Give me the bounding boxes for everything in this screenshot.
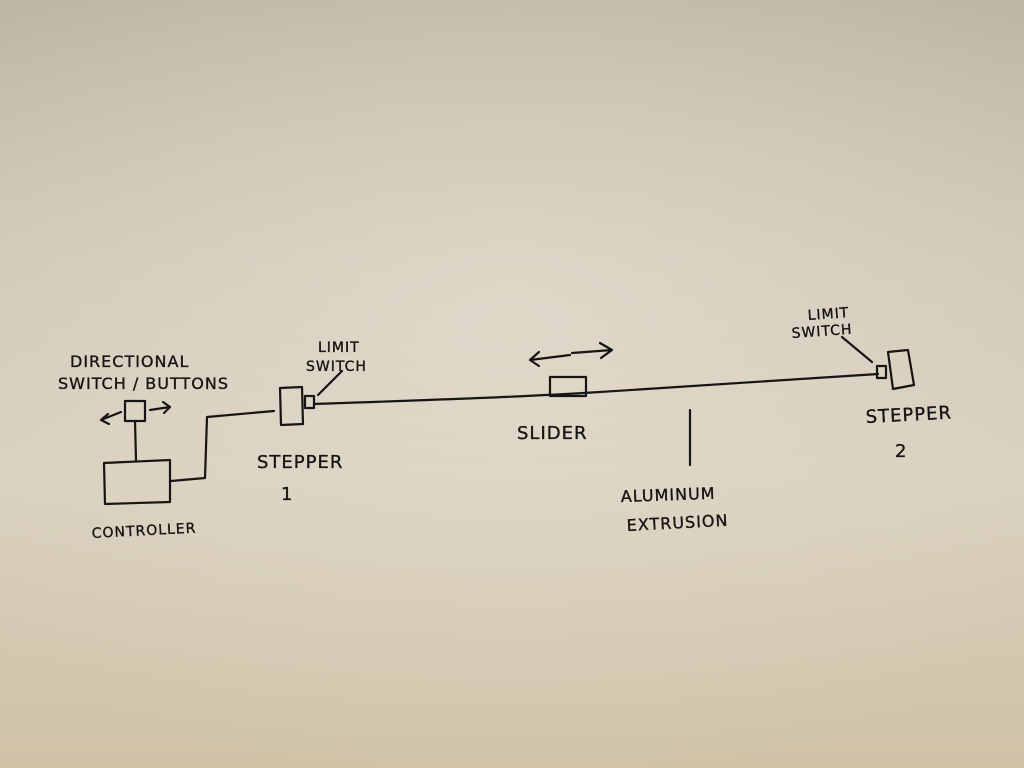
slider-label: SLIDER — [517, 423, 588, 444]
right-arrow-icon — [148, 400, 172, 415]
aluminum-extrusion-rail — [312, 372, 880, 406]
controller-to-stepper-wire — [169, 409, 276, 483]
limit-switch-right-label-line1: LIMIT — [807, 305, 850, 324]
limit-switch-left-label-line1: LIMIT — [318, 340, 360, 356]
directional-label-line2: SWITCH / BUTTONS — [58, 374, 229, 393]
switch-to-controller-wire — [133, 419, 138, 462]
slider-left-arrow-icon — [528, 350, 572, 368]
limit-switch-right-label-line2: SWITCH — [791, 322, 853, 342]
limit-switch-right-box — [875, 364, 888, 380]
directional-label-line1: DIRECTIONAL — [70, 352, 189, 371]
directional-switch-box — [123, 399, 147, 423]
stepper-2-box — [886, 348, 916, 391]
slider-right-arrow-icon — [570, 341, 614, 360]
stepper-2-label-line2: 2 — [895, 441, 907, 462]
limit-switch-left-label-line2: SWITCH — [306, 359, 367, 375]
directional-switch — [99, 399, 172, 462]
limit-switch-left-pointer — [316, 369, 344, 397]
aluminum-label-line1: ALUMINUM — [620, 484, 715, 506]
controller-box — [102, 458, 172, 506]
controller-label: CONTROLLER — [91, 521, 196, 542]
stepper-2-label-line1: STEPPER — [865, 403, 952, 428]
slider-block — [548, 375, 588, 398]
stepper-1-label-line1: STEPPER — [257, 452, 343, 473]
left-arrow-icon — [99, 410, 123, 426]
limit-switch-right-pointer — [840, 335, 874, 364]
aluminum-label-line2: EXTRUSION — [626, 511, 729, 535]
stepper-1-label-line2: 1 — [281, 484, 293, 505]
limit-switch-left-box — [303, 394, 316, 410]
stepper-1-box — [278, 385, 305, 427]
